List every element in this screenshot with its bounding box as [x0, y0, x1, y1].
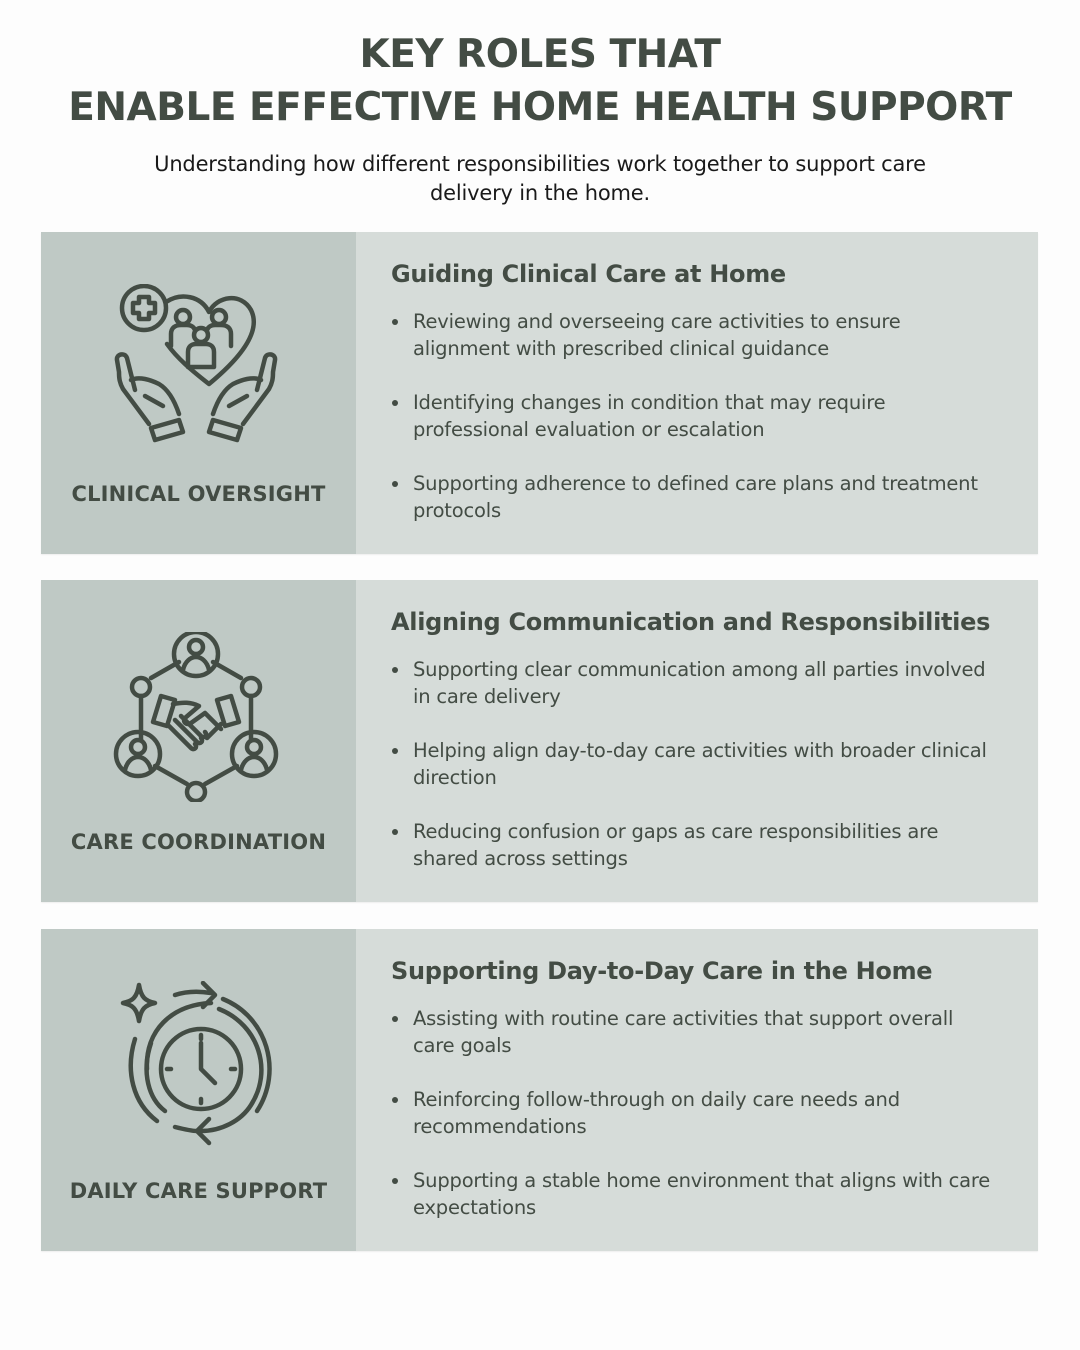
role-card-clinical-oversight: CLINICAL OVERSIGHT Guiding Clinical Care… [41, 232, 1038, 554]
bullet-text: Assisting with routine care activities t… [413, 1007, 954, 1057]
role-card-daily-care-support: DAILY CARE SUPPORT Supporting Day-to-Day… [41, 929, 1038, 1251]
bullet-dot-icon [392, 1016, 398, 1022]
bullet-dot-icon [392, 748, 398, 754]
role-label: CARE COORDINATION [70, 830, 327, 854]
bullet-text: Helping align day-to-day care activities… [413, 739, 987, 789]
role-bullet-list: Supporting clear communication among all… [391, 656, 1018, 872]
bullet-dot-icon [392, 319, 398, 325]
role-bullet: Assisting with routine care activities t… [391, 1005, 991, 1059]
role-label: CLINICAL OVERSIGHT [71, 482, 326, 506]
bullet-dot-icon [392, 481, 398, 487]
role-card-right-panel: Supporting Day-to-Day Care in the Home A… [356, 929, 1038, 1251]
clock-cycle-sparkle-icon [111, 981, 281, 1151]
page-header: KEY ROLES THAT ENABLE EFFECTIVE HOME HEA… [0, 28, 1080, 208]
role-card-left-panel: DAILY CARE SUPPORT [41, 929, 356, 1251]
bullet-text: Supporting clear communication among all… [413, 658, 986, 708]
bullet-text: Supporting adherence to defined care pla… [413, 472, 978, 522]
handshake-network-icon [111, 632, 281, 802]
bullet-dot-icon [392, 667, 398, 673]
role-bullet-list: Assisting with routine care activities t… [391, 1005, 1018, 1221]
role-bullet: Reviewing and overseeing care activities… [391, 308, 991, 362]
role-bullet: Reinforcing follow-through on daily care… [391, 1086, 991, 1140]
bullet-text: Reinforcing follow-through on daily care… [413, 1088, 900, 1138]
role-card-care-coordination: CARE COORDINATION Aligning Communication… [41, 580, 1038, 902]
role-card-right-panel: Aligning Communication and Responsibilit… [356, 580, 1038, 902]
bullet-dot-icon [392, 1178, 398, 1184]
bullet-dot-icon [392, 829, 398, 835]
page-title-line-2: ENABLE EFFECTIVE HOME HEALTH SUPPORT [68, 85, 1012, 130]
role-bullet: Supporting clear communication among all… [391, 656, 991, 710]
bullet-dot-icon [392, 1097, 398, 1103]
role-bullet: Identifying changes in condition that ma… [391, 389, 991, 443]
heart-family-hands-medical-icon [111, 284, 281, 454]
role-heading: Supporting Day-to-Day Care in the Home [391, 957, 933, 985]
bullet-text: Reducing confusion or gaps as care respo… [413, 820, 939, 870]
role-bullet: Helping align day-to-day care activities… [391, 737, 991, 791]
role-card-left-panel: CARE COORDINATION [41, 580, 356, 902]
role-bullet-list: Reviewing and overseeing care activities… [391, 308, 1018, 524]
role-bullet: Supporting a stable home environment tha… [391, 1167, 991, 1221]
page-subtitle: Understanding how different responsibili… [154, 152, 926, 205]
bullet-text: Reviewing and overseeing care activities… [413, 310, 901, 360]
bullet-text: Identifying changes in condition that ma… [413, 391, 886, 441]
bullet-text: Supporting a stable home environment tha… [413, 1169, 991, 1219]
role-heading: Aligning Communication and Responsibilit… [391, 608, 991, 636]
page-title-line-1: KEY ROLES THAT [359, 32, 721, 77]
role-card-left-panel: CLINICAL OVERSIGHT [41, 232, 356, 554]
role-bullet: Supporting adherence to defined care pla… [391, 470, 991, 524]
role-bullet: Reducing confusion or gaps as care respo… [391, 818, 991, 872]
role-heading: Guiding Clinical Care at Home [391, 260, 786, 288]
bullet-dot-icon [392, 400, 398, 406]
role-card-right-panel: Guiding Clinical Care at Home Reviewing … [356, 232, 1038, 554]
role-label: DAILY CARE SUPPORT [69, 1179, 328, 1203]
